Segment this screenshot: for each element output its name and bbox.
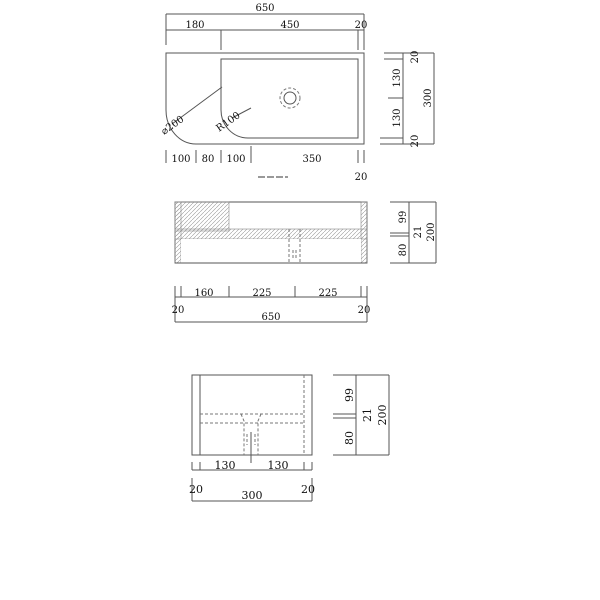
front-dim-total: 200	[426, 222, 437, 241]
side-dim-overall: 300	[242, 489, 263, 502]
front-dim-overall: 650	[261, 312, 280, 323]
dim-bottom-1: 100	[171, 154, 190, 165]
basin-outline	[165, 52, 365, 145]
dim-top-1: 180	[185, 20, 204, 31]
dim-bottom-2: 80	[202, 154, 215, 165]
drain-icon	[279, 87, 301, 109]
label-inner-radius: R100	[214, 110, 242, 134]
front-dim-2: 225	[252, 288, 271, 299]
dim-top-overall: 650	[255, 3, 274, 14]
front-view: 99 80 21 200 160 225 225 20 20 650	[172, 201, 437, 323]
side-dim-2: 130	[268, 459, 289, 472]
dim-side-3: 130	[392, 108, 403, 127]
dim-side-1: 20	[410, 51, 421, 64]
front-dim-lower: 80	[398, 244, 409, 257]
side-view: 130 130 20 20 300 99 80 21 200	[189, 374, 390, 502]
front-dim-mid: 21	[413, 226, 424, 239]
side-dim-mid: 21	[361, 408, 374, 422]
side-dim-total: 200	[376, 405, 389, 426]
front-dim-upper: 99	[398, 211, 409, 224]
dim-bottom-4: 350	[302, 154, 321, 165]
top-view: 650 180 450 20 ⌀200 R100 100 80 100 350 …	[159, 3, 435, 183]
side-dim-lower: 80	[343, 431, 356, 445]
front-edge-right: 20	[358, 305, 371, 316]
dim-side-2: 130	[392, 68, 403, 87]
dim-side-total: 300	[423, 88, 434, 107]
dim-top-2: 450	[280, 20, 299, 31]
side-edge-left: 20	[189, 483, 203, 496]
dim-top-3: 20	[355, 20, 368, 31]
dim-bottom-right: 20	[355, 172, 368, 183]
side-edge-right: 20	[301, 483, 315, 496]
dim-side-4: 20	[410, 135, 421, 148]
side-dim-upper: 99	[343, 388, 356, 402]
bowl-outline	[220, 58, 359, 139]
front-dim-1: 160	[194, 288, 213, 299]
front-edge-left: 20	[172, 305, 185, 316]
dim-bottom-3: 100	[226, 154, 245, 165]
label-outer-radius: ⌀200	[159, 114, 186, 137]
front-dim-3: 225	[318, 288, 337, 299]
side-dim-1: 130	[215, 459, 236, 472]
